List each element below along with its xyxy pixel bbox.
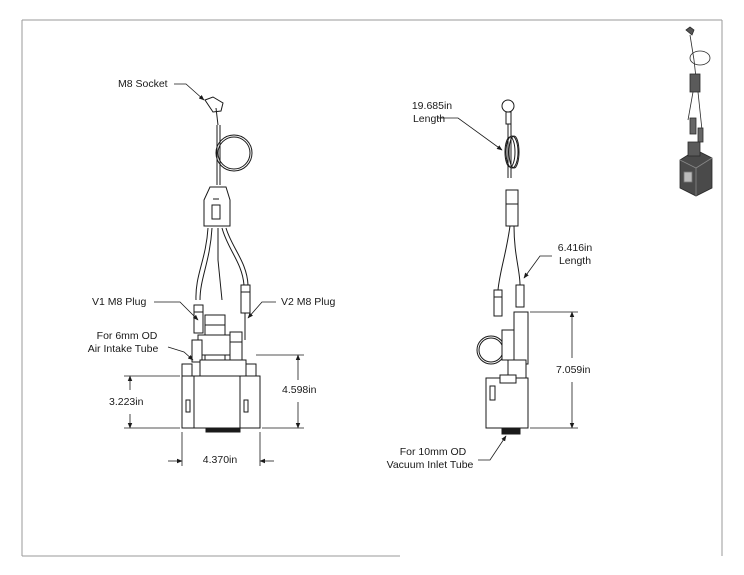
dimension-width: 4.370in — [202, 454, 238, 466]
cable-length-2-label: Length — [558, 255, 592, 267]
vacuum-inlet-label-line2: Vacuum Inlet Tube — [386, 459, 474, 471]
cable-length-2-value: 6.416in — [557, 242, 593, 254]
isometric-view-thumbnail — [679, 26, 713, 197]
sheet-border — [21, 19, 723, 557]
v1-m8-plug-label: V1 M8 Plug — [92, 296, 147, 308]
dimension-height-left: 3.223in — [109, 396, 144, 408]
air-intake-label-line1: For 6mm OD — [96, 330, 158, 342]
cable-length-1-label: Length — [412, 113, 446, 125]
m8-socket-label: M8 Socket — [118, 78, 168, 90]
side-view-dimensions — [530, 311, 578, 429]
air-intake-label-line2: Air Intake Tube — [87, 343, 159, 355]
dimension-total-height: 7.059in — [556, 364, 591, 376]
front-view-dimensions — [124, 354, 304, 466]
v2-m8-plug-label: V2 M8 Plug — [281, 296, 336, 308]
cable-length-1-value: 19.685in — [411, 100, 453, 112]
vacuum-inlet-label-line1: For 10mm OD — [399, 446, 467, 458]
front-view-drawing — [181, 96, 261, 433]
front-view-leaders — [154, 83, 276, 361]
side-view-leaders — [438, 117, 552, 461]
side-view-drawing — [476, 99, 529, 435]
dimension-height-right: 4.598in — [282, 384, 317, 396]
